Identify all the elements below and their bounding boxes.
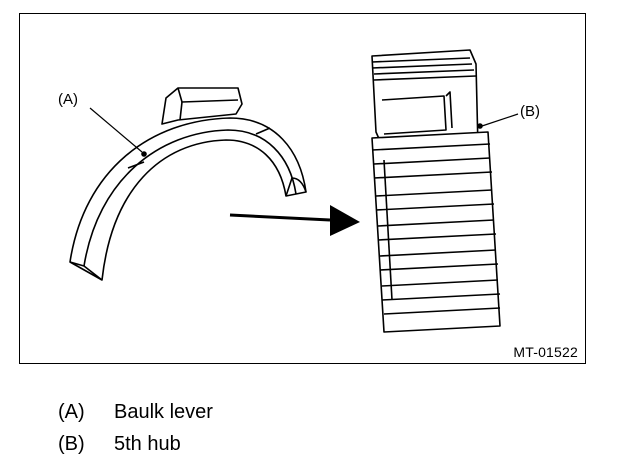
hub-drawing — [371, 49, 501, 333]
legend-label: 5th hub — [114, 432, 181, 455]
leader-lines — [89, 107, 519, 157]
legend-item-a: (A) Baulk lever — [58, 396, 213, 428]
legend-key: (B) — [58, 432, 85, 455]
legend-item-b: (B) 5th hub — [58, 428, 213, 460]
baulk-lever-drawing — [69, 87, 307, 281]
figure-code: MT-01522 — [513, 344, 578, 360]
callout-a: (A) — [58, 91, 78, 108]
figure-frame — [19, 13, 586, 364]
legend-key: (A) — [58, 400, 85, 423]
direction-arrow — [229, 205, 360, 236]
callout-b: (B) — [520, 103, 540, 120]
legend-label: Baulk lever — [114, 400, 213, 423]
legend: (A) Baulk lever (B) 5th hub — [58, 396, 213, 460]
